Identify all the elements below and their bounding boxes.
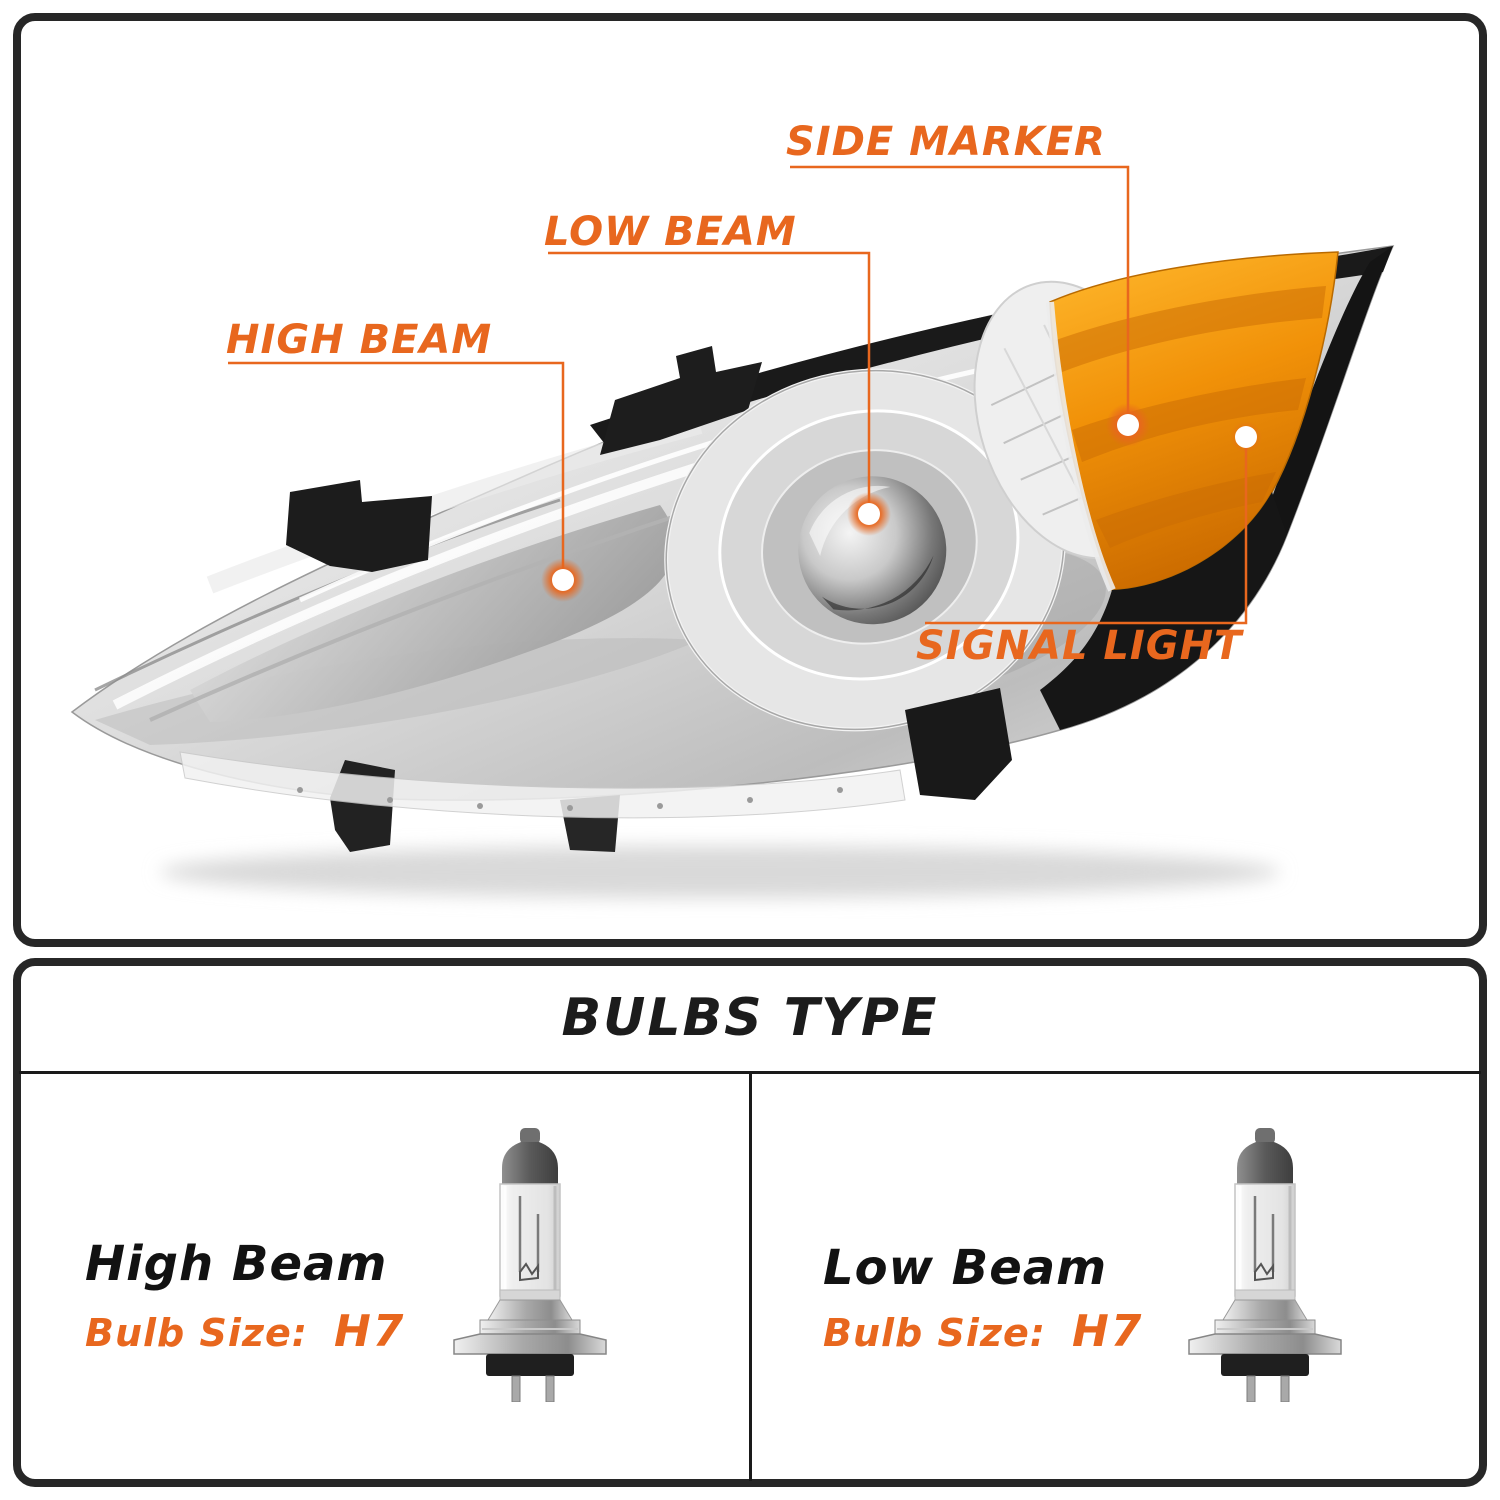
low-beam-cell-title: Low Beam xyxy=(823,1240,1108,1296)
callout-label-signal-light: SIGNAL LIGHT xyxy=(916,623,1243,669)
low-beam-bulb-size: Bulb Size:H7 xyxy=(823,1310,1143,1354)
low-beam-bulb-size-label: Bulb Size: xyxy=(823,1311,1046,1355)
headlight-photo xyxy=(70,165,1395,898)
bulbs-cell-divider xyxy=(749,1071,752,1481)
h7-bulb-illustration-low-beam xyxy=(1187,1126,1343,1402)
callout-lines xyxy=(228,165,1248,625)
amber-side-marker xyxy=(1046,251,1339,592)
callout-dot-signal-light xyxy=(1230,421,1262,453)
callout-dot-low-beam xyxy=(847,492,891,536)
high-beam-bulb-size: Bulb Size:H7 xyxy=(85,1310,405,1354)
callout-dot-high-beam xyxy=(541,558,585,602)
callout-dots xyxy=(541,403,1262,602)
callout-label-low-beam: LOW BEAM xyxy=(544,209,797,255)
bulbs-type-title: BULBS TYPE xyxy=(561,988,939,1048)
high-beam-cell-title: High Beam xyxy=(85,1236,388,1292)
headlight-shadow xyxy=(160,846,1280,898)
callout-label-side-marker: SIDE MARKER xyxy=(786,119,1106,165)
lens-bottom-strip xyxy=(179,751,906,819)
callout-label-high-beam: HIGH BEAM xyxy=(226,317,493,363)
h7-bulb-illustration-high-beam xyxy=(452,1126,608,1402)
low-beam-bulb-size-value: H7 xyxy=(1071,1306,1144,1357)
high-beam-bulb-size-value: H7 xyxy=(333,1306,406,1357)
high-beam-bulb-size-label: Bulb Size: xyxy=(85,1311,308,1355)
callout-dot-side-marker xyxy=(1106,403,1150,447)
